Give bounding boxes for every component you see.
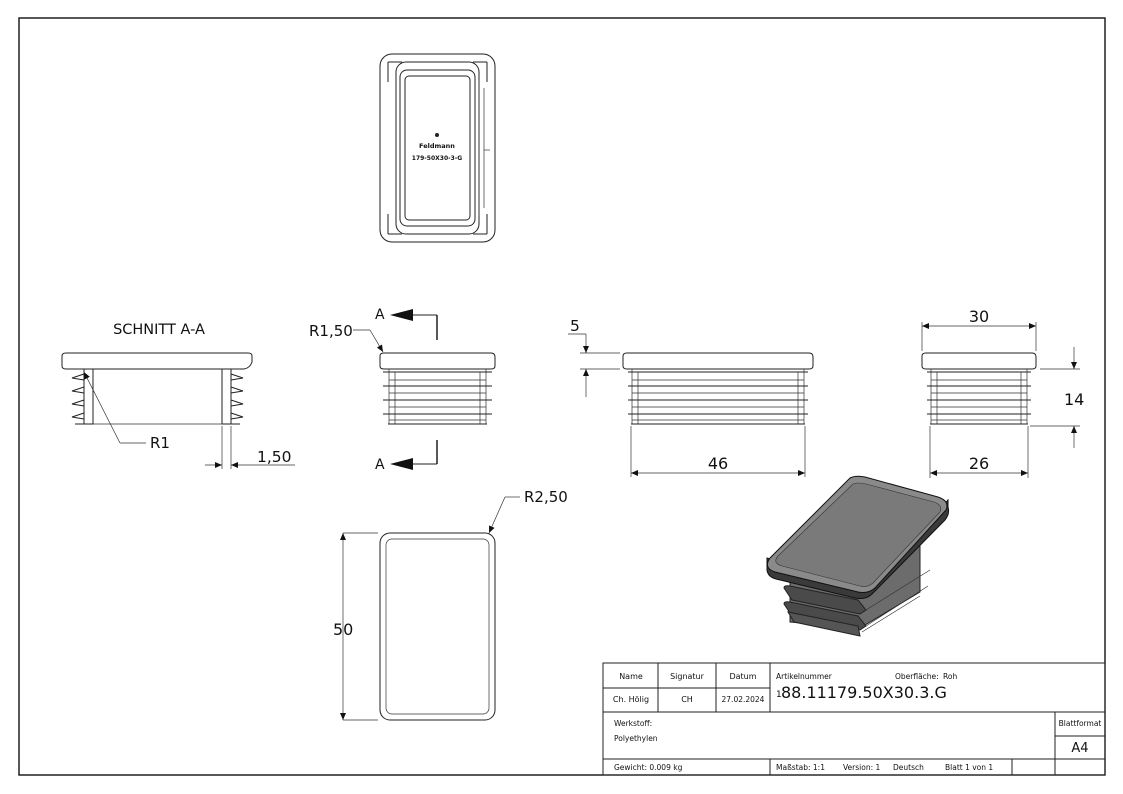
marking-brand: Feldmann: [419, 142, 455, 150]
dim-width-top: 30: [969, 307, 989, 326]
tb-blatt: Blatt 1 von 1: [945, 763, 993, 772]
section-view: SCHNITT A-A R1 1,50: [61, 322, 295, 469]
section-title: SCHNITT A-A: [113, 322, 205, 338]
marking-code: 179-50X30-3-G: [412, 155, 462, 162]
front-view: R1,50 A A: [309, 307, 496, 473]
tb-artikelnummer-prefix: 1: [776, 690, 782, 700]
dim-length: 46: [708, 454, 728, 473]
tb-blattformat-label: Blattformat: [1059, 719, 1102, 728]
section-label-top: A: [375, 307, 385, 323]
tb-massstab: Maßstab: 1:1: [776, 763, 825, 772]
tb-oberflaeche: Roh: [943, 672, 957, 681]
dim-r250: R2,50: [524, 488, 568, 506]
tb-datum: 27.02.2024: [722, 695, 765, 704]
tb-werkstoff: Polyethylen: [614, 734, 658, 743]
sheet-border: [18, 17, 1106, 776]
tb-gewicht: Gewicht: 0.009 kg: [614, 763, 683, 772]
dim-outer-length: 50: [333, 620, 353, 639]
tb-header-datum: Datum: [729, 672, 756, 681]
tb-signatur: CH: [681, 695, 693, 704]
dim-r150: R1,50: [309, 322, 353, 340]
dim-r1: R1: [150, 434, 170, 452]
top-view: Feldmann 179-50X30-3-G: [379, 53, 496, 243]
tb-artikelnummer-label: Artikelnummer: [776, 672, 833, 681]
title-block: Name Signatur Datum Ch. Hölig CH 27.02.2…: [602, 662, 1106, 776]
side-view-length: 5 46: [568, 317, 814, 477]
tb-name: Ch. Hölig: [613, 695, 649, 704]
tb-blattformat: A4: [1071, 741, 1088, 756]
side-view-width: 30 14 26: [921, 307, 1084, 478]
isometric-view: [766, 475, 950, 637]
tb-oberflaeche-label: Oberfläche:: [895, 672, 939, 681]
tb-artikelnummer: 88.11179.50X30.3.G: [781, 683, 947, 702]
tb-werkstoff-label: Werkstoff:: [614, 719, 652, 728]
tb-sprache: Deutsch: [893, 763, 924, 772]
dim-height: 14: [1064, 390, 1084, 409]
section-label-bottom: A: [375, 457, 385, 473]
tb-version: Version: 1: [843, 763, 880, 772]
dim-head-height: 5: [570, 317, 580, 335]
tb-header-name: Name: [619, 672, 643, 681]
bottom-view: 50 R2,50: [333, 488, 568, 721]
tb-header-signatur: Signatur: [670, 672, 705, 681]
dim-width-bottom: 26: [969, 454, 989, 473]
dim-wall: 1,50: [257, 448, 292, 466]
